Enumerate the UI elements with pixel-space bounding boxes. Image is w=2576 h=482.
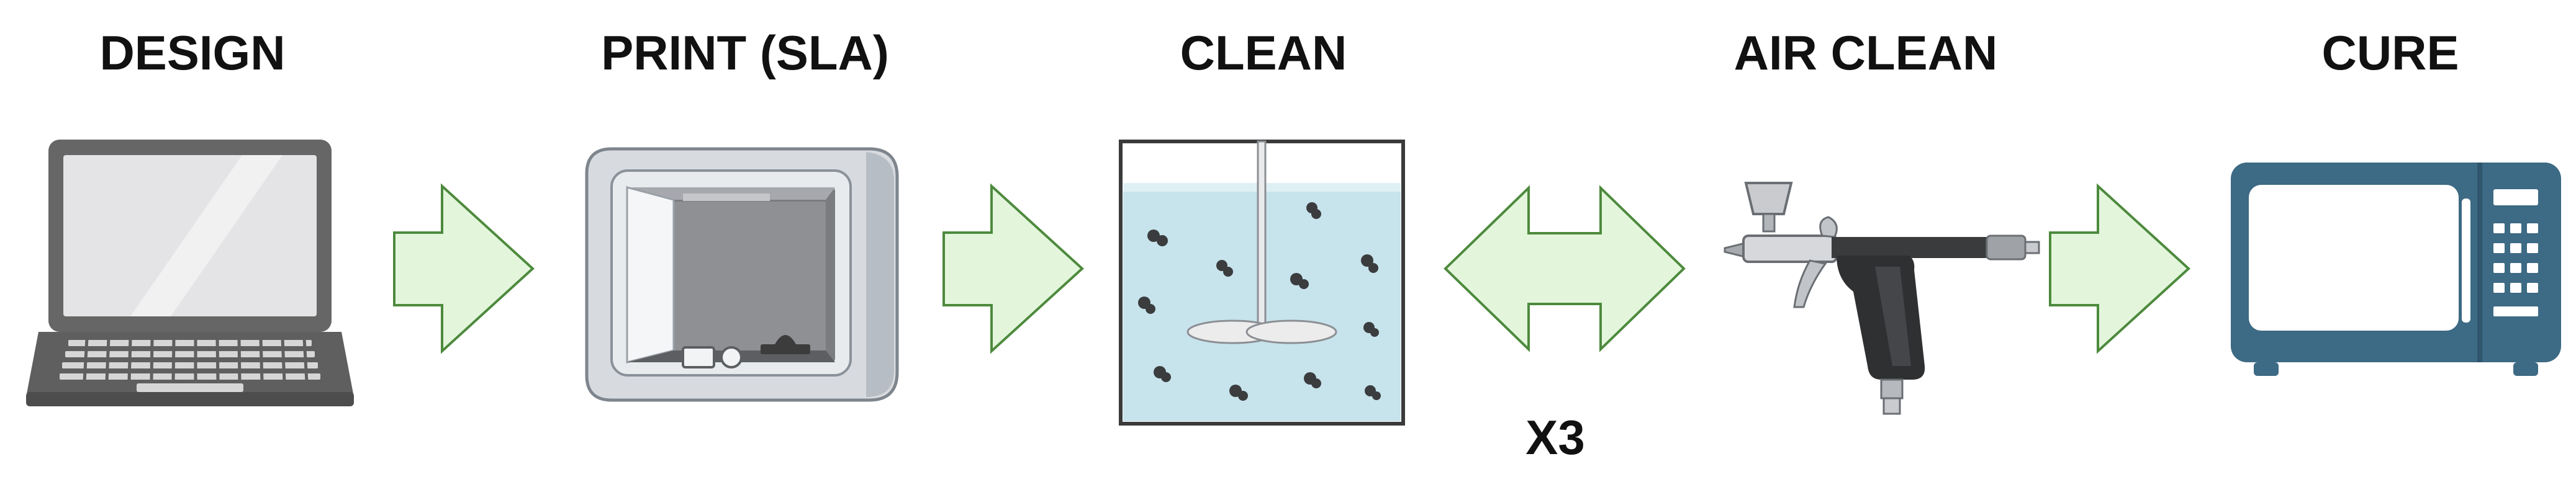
- step-title-cure: CURE: [2321, 25, 2459, 80]
- step-title-air-clean: AIR CLEAN: [1733, 25, 1998, 80]
- step-title-design: DESIGN: [99, 25, 286, 80]
- step-title-clean: CLEAN: [1180, 25, 1347, 80]
- sla-3d-printer-icon: [585, 147, 899, 402]
- step-title-print: PRINT (SLA): [601, 25, 889, 80]
- microwave-icon: [2231, 163, 2561, 376]
- laptop-icon: [26, 140, 354, 406]
- right-arrow-icon: [2049, 183, 2190, 354]
- stirred-tank-icon: [1119, 140, 1405, 426]
- airbrush-icon: [1724, 182, 2040, 415]
- repeat-count-label: X3: [1525, 410, 1585, 465]
- right-arrow-icon: [942, 183, 1084, 354]
- double-arrow-icon: [1444, 185, 1686, 352]
- right-arrow-icon: [393, 183, 535, 354]
